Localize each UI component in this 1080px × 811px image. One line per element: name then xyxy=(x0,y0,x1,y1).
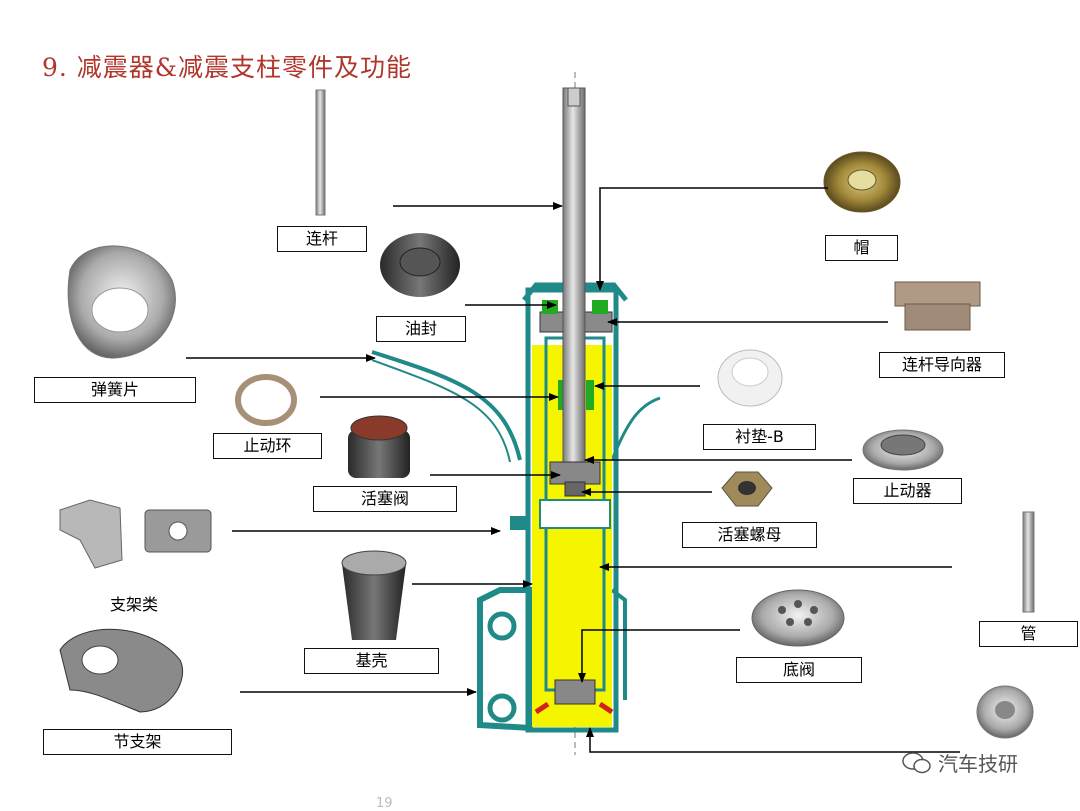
base-valve-section xyxy=(554,679,596,705)
piston-rod-section xyxy=(562,87,586,469)
label-rod-guide: 连杆导向器 xyxy=(879,352,1005,378)
label-oil-seal: 油封 xyxy=(376,316,466,342)
part-piston-valve-image xyxy=(348,415,410,478)
part-tube-image xyxy=(1022,511,1035,613)
part-brackets-image xyxy=(59,499,212,569)
part-base-valve-image xyxy=(751,589,845,647)
shock-absorber-section xyxy=(371,72,661,755)
part-stopper-image xyxy=(862,429,944,471)
part-rod-image xyxy=(315,89,326,216)
part-stop-ring-image xyxy=(235,374,297,426)
leader-lines xyxy=(186,187,960,753)
label-bracket-class: 支架类 xyxy=(110,595,159,614)
spring-plate-section xyxy=(371,350,522,461)
label-base-shell: 基壳 xyxy=(304,648,439,674)
label-stop-ring: 止动环 xyxy=(213,433,322,459)
label-tube: 管 xyxy=(979,621,1078,647)
label-cap: 帽 xyxy=(825,235,898,261)
label-bushing-b: 衬垫-B xyxy=(703,424,816,450)
label-base-valve: 底阀 xyxy=(736,657,862,683)
label-spring-plate: 弹簧片 xyxy=(34,377,196,403)
part-cap-image xyxy=(823,151,901,213)
label-piston-valve: 活塞阀 xyxy=(313,486,457,512)
label-rod: 连杆 xyxy=(277,226,367,252)
leader-base-valve xyxy=(578,629,740,683)
part-bottom-cap-image xyxy=(976,685,1034,739)
label-knuckle-bracket: 节支架 xyxy=(43,729,232,755)
part-spring-plate-image xyxy=(67,245,176,359)
leader-bottom-cap xyxy=(586,727,960,753)
part-bushing-b-image xyxy=(717,349,783,407)
part-rod-guide-image xyxy=(894,281,981,331)
wechat-icon xyxy=(902,751,931,773)
piston-section xyxy=(549,461,601,485)
leader-cap xyxy=(596,187,828,291)
page-number: 19 xyxy=(376,796,393,811)
part-oil-seal-image xyxy=(380,233,460,297)
label-stopper: 止动器 xyxy=(853,478,962,504)
page-title: 9. 减震器&减震支柱零件及功能 xyxy=(42,53,413,82)
part-piston-nut-image xyxy=(721,471,773,507)
watermark: 汽车技研 xyxy=(902,748,1018,777)
watermark-text: 汽车技研 xyxy=(938,752,1018,776)
part-base-shell-image xyxy=(341,550,407,640)
part-knuckle-bracket-image xyxy=(59,628,184,713)
label-piston-nut: 活塞螺母 xyxy=(682,522,817,548)
